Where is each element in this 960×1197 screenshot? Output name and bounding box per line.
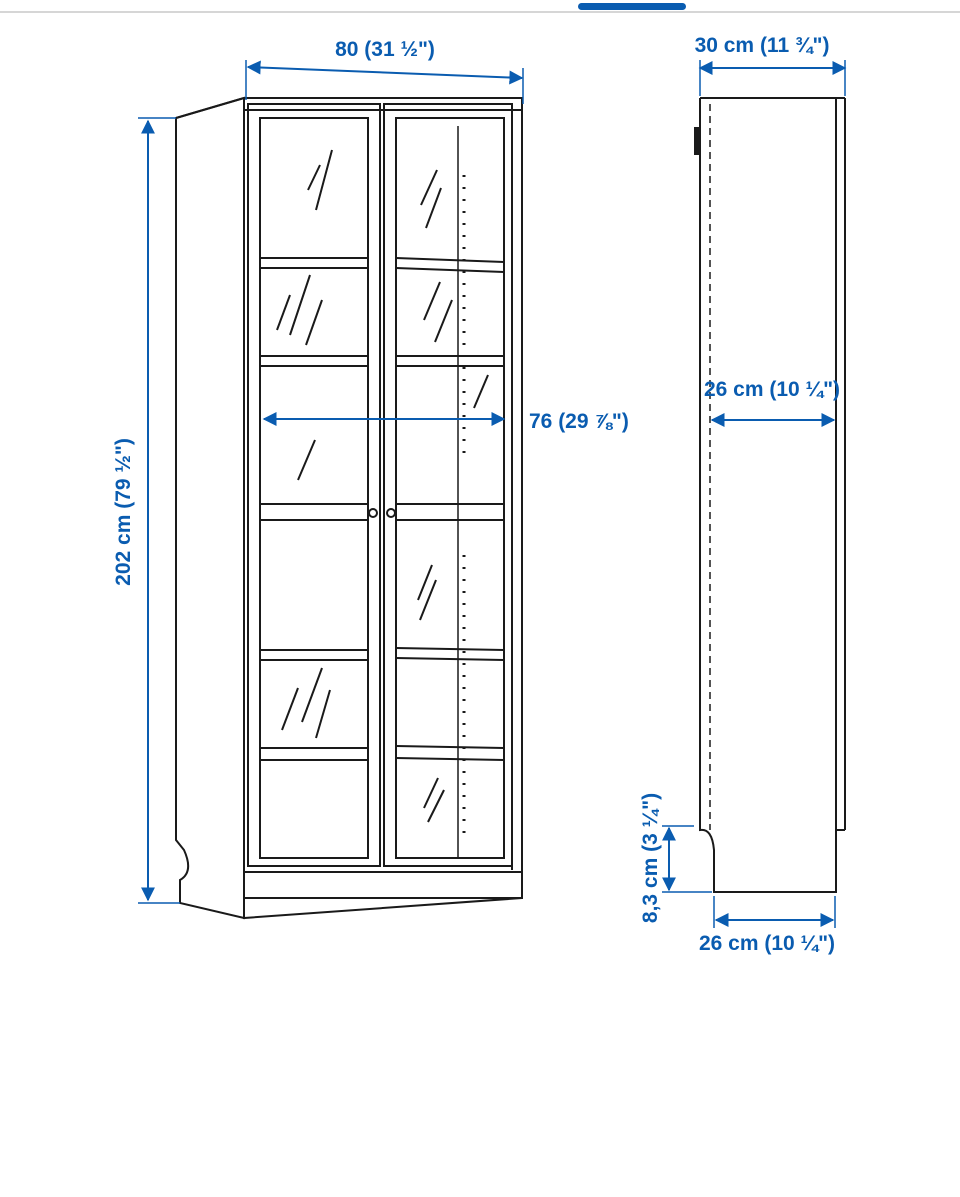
width-label: 80 (31 ½")	[335, 38, 435, 61]
inner-depth-label: 26 cm (10 ¼")	[704, 378, 840, 401]
plinth-depth-label: 26 cm (10 ¼")	[699, 932, 835, 955]
inner-width-label: 76 (29 ⅞")	[529, 410, 629, 433]
height-label: 202 cm (79 ½")	[112, 438, 135, 586]
carousel-page-indicator[interactable]	[578, 3, 686, 10]
right-door-knob	[386, 508, 396, 518]
double-arrow-icon	[246, 60, 524, 85]
side-view-bookcase	[694, 97, 846, 893]
front-view-bookcase	[175, 96, 523, 920]
glass-reflection-marks	[276, 149, 489, 823]
top-divider	[0, 11, 960, 13]
height-dimension: 202 cm (79 ½")	[112, 117, 180, 904]
dimension-annotations: 80 (31 ½") 202 cm (79 ½") 76 (29 ⅞") 30 …	[112, 34, 847, 955]
plinth-height-dimension: 8,3 cm (3 ¼")	[639, 793, 712, 923]
plinth-depth-dimension: 26 cm (10 ¼")	[699, 896, 836, 955]
inner-width-dimension: 76 (29 ⅞")	[262, 410, 629, 433]
right-door-shelves	[395, 126, 505, 858]
depth-label: 30 cm (11 ¾")	[695, 34, 830, 57]
left-door-shelves	[260, 257, 368, 761]
plinth-height-label: 8,3 cm (3 ¼")	[639, 793, 662, 923]
depth-dimension: 30 cm (11 ¾")	[695, 34, 847, 96]
left-door-knob	[368, 508, 378, 518]
inner-depth-dimension: 26 cm (10 ¼")	[704, 378, 840, 427]
width-dimension: 80 (31 ½")	[245, 38, 524, 104]
